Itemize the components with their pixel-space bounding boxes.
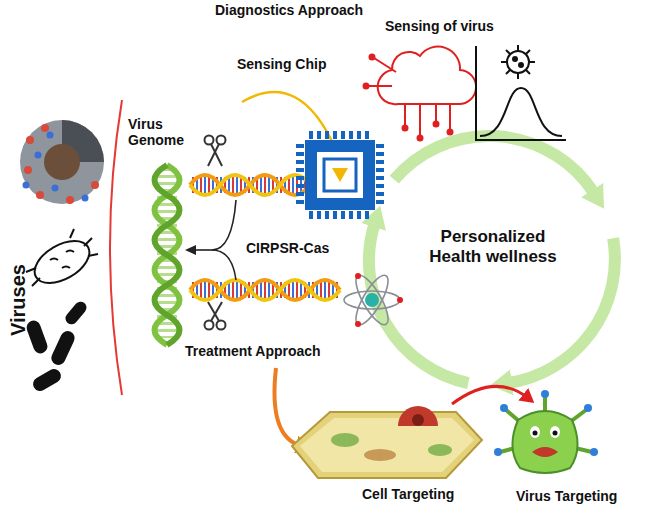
flow-arrow: [274, 368, 302, 446]
atom: [344, 271, 403, 328]
signal-chart: [476, 46, 566, 140]
circuit-dots: [363, 54, 454, 142]
genome-helix: [155, 165, 180, 345]
text-label: Personalized Health wellness: [413, 227, 573, 266]
bacilli: [25, 299, 89, 393]
cloud-circuit: [368, 47, 476, 136]
cell: [292, 406, 482, 478]
text-label: Diagnostics Approach: [215, 2, 363, 18]
text-label: Cell Targeting: [362, 486, 454, 502]
bacterium: [26, 229, 98, 292]
bracket: [110, 100, 122, 395]
text-label: Virus Targeting: [516, 488, 617, 504]
text-label: Sensing of virus: [385, 18, 494, 34]
sensing-chip: [300, 135, 380, 215]
scissors: [205, 302, 226, 330]
virus-ball: [20, 120, 104, 204]
flow-arrow: [452, 386, 528, 404]
merge-arrow: [190, 200, 236, 280]
text-label: Treatment Approach: [185, 343, 321, 359]
text-label: Virus Genome: [128, 116, 194, 148]
text-label: Viruses: [7, 264, 30, 336]
virus-icon: [501, 45, 535, 79]
cycle-arrows: [369, 136, 615, 383]
scissors: [205, 136, 226, 167]
target-virus: [494, 390, 598, 473]
dna-strand: [190, 280, 340, 300]
text-label: Sensing Chip: [237, 56, 326, 72]
text-label: CIRPSR-Cas: [246, 240, 329, 256]
